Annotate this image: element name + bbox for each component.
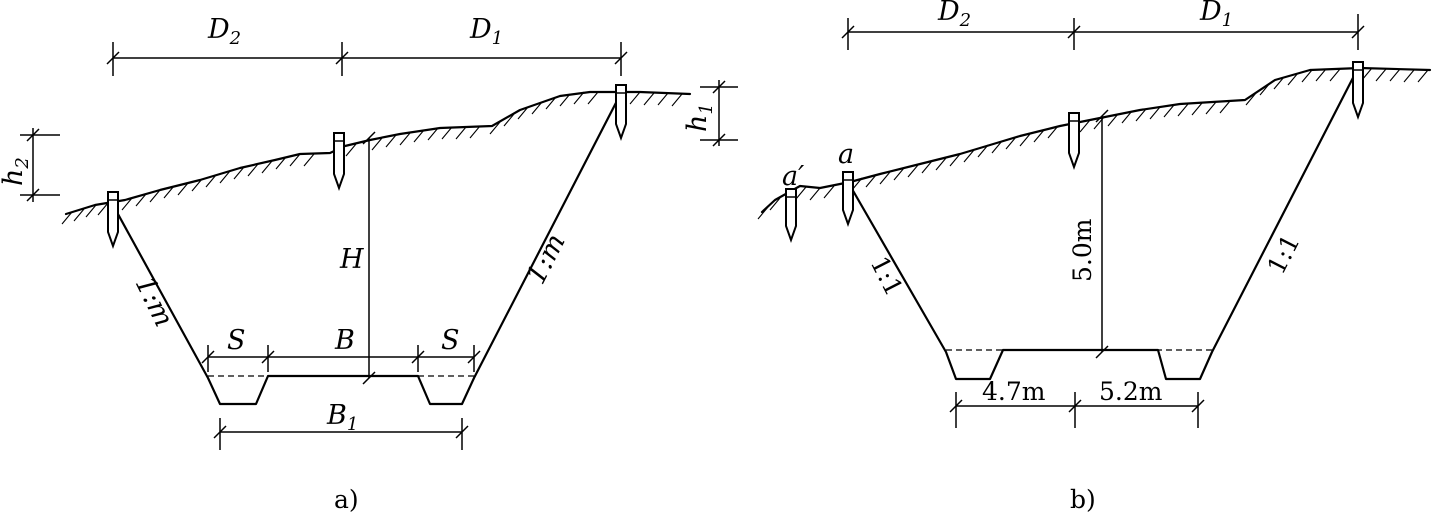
label-b1-a: B1 [326, 400, 358, 435]
label-height-b: 5.0m [1068, 218, 1097, 282]
label-a-b: a [838, 139, 854, 170]
ground-surface-a [64, 90, 692, 216]
label-d1-b: D1 [1199, 0, 1233, 31]
label-slope-left-b: 1:1 [865, 252, 909, 301]
label-left-width-b: 4.7m [982, 377, 1046, 406]
caption-a: a) [334, 485, 359, 514]
label-h2-a: h2 [0, 157, 33, 186]
panel-a: D2 D1 h1 h2 H S B S [0, 14, 738, 514]
ground-surface-b [760, 66, 1432, 214]
label-h-a: H [339, 244, 364, 275]
ground-hatching-a [61, 91, 683, 225]
caption-b: b) [1070, 485, 1096, 514]
stake-center-a [333, 132, 345, 191]
label-d1-a: D1 [469, 14, 503, 49]
label-slope-left-a: 1:m [129, 271, 180, 331]
stake-left-a [107, 191, 119, 249]
label-s-left-a: S [227, 325, 246, 356]
label-h1-a: h1 [682, 103, 717, 132]
panel-b: a′ a D2 D1 5.0m 4.7m 5.2m 1:1 1:1 b) [757, 0, 1432, 514]
stake-a-prime-b [785, 188, 797, 243]
stake-right-b [1352, 61, 1364, 120]
ground-hatching-b [757, 67, 1429, 220]
label-slope-right-a: 1:m [521, 229, 572, 289]
label-a-prime-b: a′ [782, 161, 804, 192]
label-right-width-b: 5.2m [1099, 377, 1163, 406]
label-d2-b: D2 [937, 0, 971, 31]
label-s-right-a: S [441, 325, 460, 356]
label-d2-a: D2 [207, 14, 241, 49]
label-b-a: B [334, 325, 355, 356]
stake-right-a [615, 84, 627, 141]
stake-center-b [1068, 112, 1080, 170]
stake-a-b [842, 171, 854, 227]
label-slope-right-b: 1:1 [1262, 230, 1306, 279]
